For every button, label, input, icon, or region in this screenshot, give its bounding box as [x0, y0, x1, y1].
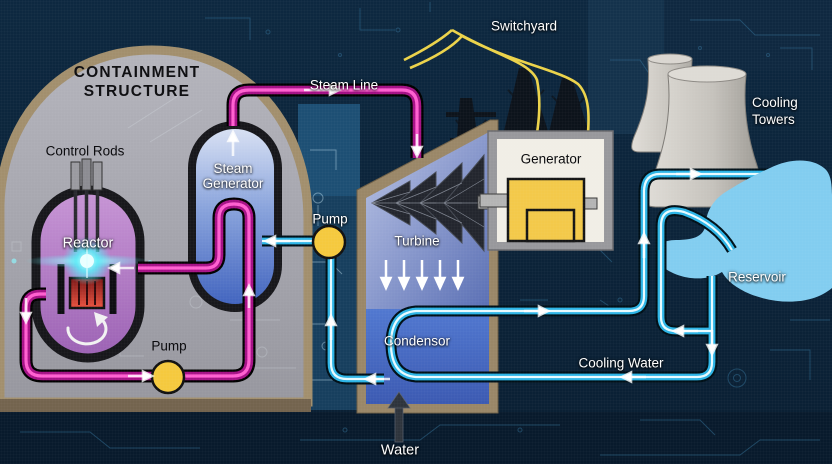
- reactor-label: Reactor: [62, 235, 114, 252]
- switchyard-cables: [403, 28, 590, 134]
- primary-pump-label: Pump: [151, 338, 187, 354]
- steam-generator-vessel: [188, 121, 282, 312]
- generator-label: Generator: [520, 151, 582, 167]
- control-rods-label: Control Rods: [45, 143, 125, 159]
- water-supply-arrow: [387, 391, 411, 443]
- cooling-pipe-to-reservoir: [638, 168, 776, 193]
- steam-generator-label: Steam Generator: [202, 161, 264, 191]
- generator-box: [479, 130, 614, 251]
- primary-pump: [150, 359, 186, 395]
- turbine-blades: [371, 153, 485, 253]
- flow-arrows: [19, 83, 719, 386]
- condensor-label: Condensor: [383, 333, 451, 349]
- cooling-towers-label: Cooling Towers: [752, 95, 798, 127]
- containment-structure-label: CONTAINMENT STRUCTURE: [73, 64, 201, 100]
- cooling-water-pipe: [385, 190, 737, 383]
- switchyard-label: Switchyard: [490, 18, 558, 34]
- feedwater-pump: [311, 224, 347, 260]
- reservoir-label: Reservoir: [728, 269, 786, 285]
- reservoir-water: [655, 160, 832, 302]
- reactor-core: [57, 264, 117, 314]
- circulation-arrow: [66, 312, 108, 346]
- feedwater-pump-label: Pump: [312, 211, 348, 227]
- cooling-water-label: Cooling Water: [578, 355, 664, 371]
- turbine-steam-arrows: [379, 260, 465, 292]
- steam-line-label: Steam Line: [309, 77, 379, 93]
- turbine-label: Turbine: [394, 233, 440, 249]
- water-label: Water: [380, 442, 420, 459]
